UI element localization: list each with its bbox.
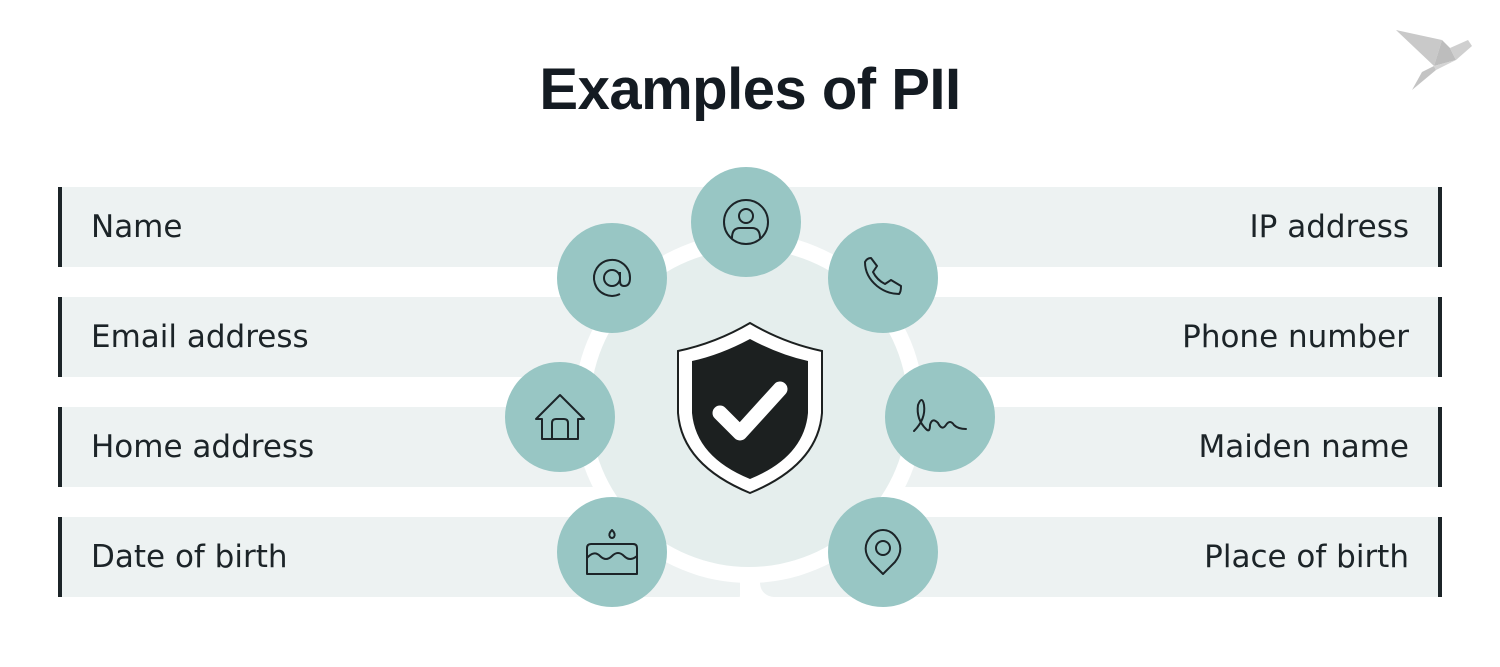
signature-icon-badge	[885, 362, 995, 472]
pii-item-label: Name	[91, 209, 183, 245]
pii-item-label: Place of birth	[1204, 539, 1409, 575]
pii-item-label: Email address	[91, 319, 309, 355]
pii-item-label: IP address	[1249, 209, 1409, 245]
shield-check-icon	[677, 321, 823, 495]
pii-item-label: Date of birth	[91, 539, 288, 575]
pii-item-label: Home address	[91, 429, 315, 465]
map-pin-icon	[864, 529, 902, 575]
at-sign-icon-badge	[557, 223, 667, 333]
pii-item-label: Phone number	[1182, 319, 1409, 355]
map-pin-icon-badge	[828, 497, 938, 607]
hub-stem	[740, 560, 760, 600]
user-circle-icon-badge	[691, 167, 801, 277]
birthday-cake-icon-badge	[557, 497, 667, 607]
pii-item-label: Maiden name	[1198, 429, 1409, 465]
signature-icon	[913, 399, 967, 432]
page-title: Examples of PII	[539, 57, 961, 122]
user-circle-icon	[723, 199, 769, 245]
phone-icon-badge	[828, 223, 938, 333]
origami-bird-logo-icon	[1396, 30, 1472, 90]
phone-icon	[864, 257, 902, 295]
birthday-cake-icon	[586, 529, 638, 575]
at-sign-icon	[593, 258, 632, 297]
house-icon-badge	[505, 362, 615, 472]
house-icon	[535, 394, 585, 440]
